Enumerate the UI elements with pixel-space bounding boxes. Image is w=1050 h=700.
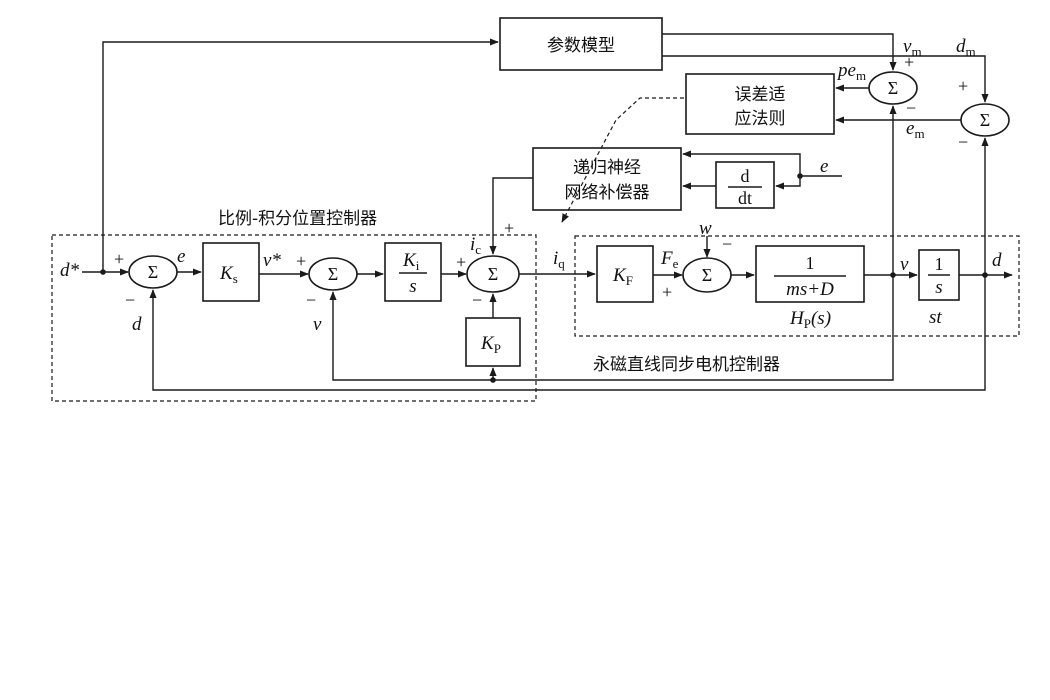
parameter-model-label: 参数模型 <box>547 36 615 56</box>
kp-symbol: K <box>480 333 495 354</box>
sign-plus: + <box>662 282 672 302</box>
v-output-label: v <box>900 254 909 275</box>
sign-minus: − <box>722 234 732 254</box>
svg-text:Σ: Σ <box>488 264 498 284</box>
pmlsm-controller-label: 永磁直线同步电机控制器 <box>593 355 780 375</box>
ki-symbol: K <box>402 250 417 271</box>
vm-subscript: m <box>911 44 921 59</box>
kp-subscript: P <box>494 341 501 356</box>
svg-text:ic: ic <box>470 234 481 257</box>
rnn-line1: 递归神经 <box>573 158 641 178</box>
sign-minus: − <box>958 132 968 152</box>
sum-junction-force: Σ <box>682 257 732 293</box>
sign-plus: + <box>114 249 124 269</box>
pmlsm-controller-region <box>574 235 1020 337</box>
hp-symbol: H <box>789 308 805 329</box>
svg-text:iq: iq <box>553 248 565 271</box>
ks-symbol: K <box>219 263 234 284</box>
ks-gain-block: Ks <box>202 242 260 302</box>
sum-junction-velocity-error: Σ <box>308 257 358 291</box>
svg-text:dm: dm <box>956 36 976 59</box>
svg-text:Ks: Ks <box>219 263 238 286</box>
iq-subscript: q <box>558 256 565 271</box>
sign-plus: + <box>904 52 914 72</box>
svg-text:Σ: Σ <box>702 265 712 285</box>
kf-subscript: F <box>626 273 633 288</box>
error-law-line2: 应法则 <box>735 109 786 129</box>
ks-subscript: s <box>233 271 238 286</box>
em-symbol: e <box>906 118 914 139</box>
st-label: st <box>929 307 942 328</box>
d-feedback-label: d <box>132 314 142 335</box>
sum-junction-position-error: Σ <box>128 255 178 289</box>
recurrent-nn-compensator-block: 递归神经 网络补偿器 <box>532 147 682 211</box>
v-ref-label: v* <box>263 250 281 271</box>
svg-text:HP(s): HP(s) <box>789 308 831 331</box>
sign-minus: − <box>906 98 916 118</box>
dm-symbol: d <box>956 36 966 57</box>
sum-junction-current: Σ <box>466 255 520 293</box>
svg-text:Ki: Ki <box>402 250 420 273</box>
fe-symbol: F <box>660 248 673 269</box>
dm-subscript: m <box>966 44 976 59</box>
iq-symbol: i <box>553 248 558 269</box>
ki-integral-block: Ki s <box>384 242 442 302</box>
sign-plus: + <box>456 252 466 272</box>
svg-text:Fe: Fe <box>660 248 679 271</box>
sign-plus: + <box>504 218 514 238</box>
plant-transfer-block: 1 ms+D <box>755 245 865 303</box>
ki-subscript: i <box>416 258 420 273</box>
svg-text:Σ: Σ <box>148 262 158 282</box>
ic-subscript: c <box>475 242 481 257</box>
svg-text:vm: vm <box>903 36 922 59</box>
kf-symbol: K <box>612 265 627 286</box>
d-output-label: d <box>992 250 1002 271</box>
ic-symbol: i <box>470 234 475 255</box>
sign-plus: + <box>296 251 306 271</box>
integrator-numerator: 1 <box>935 254 944 274</box>
svg-text:em: em <box>906 118 925 141</box>
svg-text:Σ: Σ <box>328 264 338 284</box>
sum-junction-position-model: Σ <box>960 103 1010 137</box>
hp-subscript: P <box>804 316 811 331</box>
pe-symbol: pe <box>836 60 856 81</box>
w-label: w <box>699 218 712 239</box>
parameter-model-block: 参数模型 <box>499 17 663 71</box>
error-adaptive-law-block: 误差适 应法则 <box>685 73 835 135</box>
error-law-line1: 误差适 <box>735 85 786 105</box>
kf-gain-block: KF <box>596 245 654 303</box>
derivative-block: d dt <box>715 161 775 209</box>
svg-text:KP: KP <box>480 333 501 356</box>
integrator-block: 1 s <box>918 249 960 301</box>
ki-denominator: s <box>409 276 416 297</box>
sign-minus: − <box>125 290 135 310</box>
svg-text:Σ: Σ <box>980 110 990 130</box>
e-label: e <box>177 246 185 267</box>
pi-controller-region <box>51 234 537 402</box>
svg-text:KF: KF <box>612 265 633 288</box>
sign-minus: − <box>472 290 482 310</box>
sign-minus: − <box>306 290 316 310</box>
plant-denominator: ms+D <box>786 279 834 300</box>
pi-controller-label: 比例-积分位置控制器 <box>218 209 377 229</box>
hp-argument: (s) <box>811 308 831 329</box>
e-input-label: e <box>820 156 828 177</box>
vm-symbol: v <box>903 36 912 57</box>
integrator-denominator: s <box>935 277 942 298</box>
plant-numerator: 1 <box>806 253 815 273</box>
deriv-den: dt <box>738 188 752 208</box>
svg-text:Σ: Σ <box>888 78 898 98</box>
em-subscript: m <box>914 126 924 141</box>
deriv-num: d <box>741 166 750 186</box>
rnn-line2: 网络补偿器 <box>565 183 650 203</box>
sign-plus: + <box>958 76 968 96</box>
d-ref-label: d* <box>60 260 80 281</box>
pe-subscript: m <box>856 68 866 83</box>
kp-gain-block: KP <box>465 317 521 367</box>
v-feedback-label: v <box>313 314 322 335</box>
fe-subscript: e <box>673 256 679 271</box>
svg-text:pem: pem <box>836 60 866 83</box>
